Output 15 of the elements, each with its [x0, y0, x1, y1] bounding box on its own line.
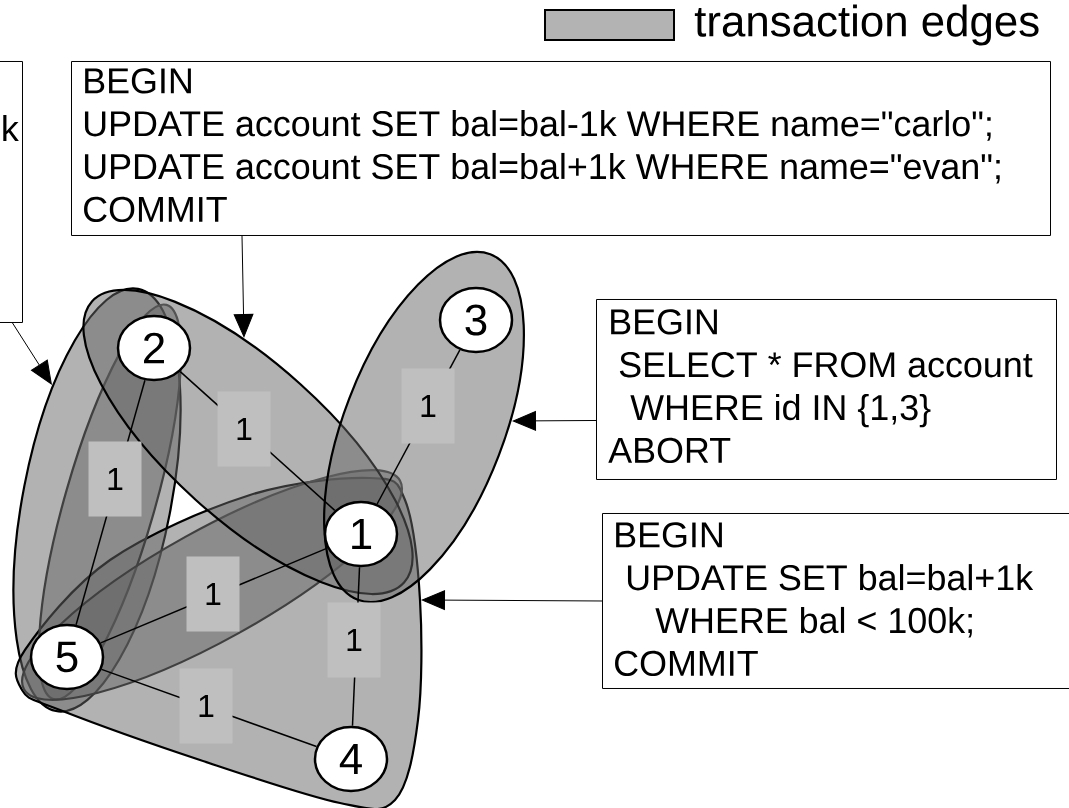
query-box: BEGIN UPDATE account SET bal=bal-1k WHERE name="carlo"; UPDATE account SET bal=bal+1k WHERE name="evan"; COMMIT [71, 61, 1051, 236]
edge-label: 1 [327, 602, 381, 678]
edge-label: 1 [179, 668, 233, 744]
edge-label: 1 [186, 556, 240, 632]
edge-label: 1 [217, 391, 271, 467]
query-box: k [0, 61, 23, 323]
query-box: BEGIN SELECT * FROM account WHERE id IN {1,3} ABORT [596, 299, 1057, 480]
edge-label: 1 [401, 368, 455, 444]
arrow [512, 410, 597, 431]
query-box: BEGIN UPDATE SET bal=bal+1k WHERE bal < 100k; COMMIT [602, 513, 1069, 689]
legend-label: transaction edges [694, 4, 1039, 46]
arrow [421, 590, 603, 610]
arrow [233, 235, 254, 338]
arrow [12, 322, 52, 385]
edge-label: 1 [88, 441, 142, 517]
